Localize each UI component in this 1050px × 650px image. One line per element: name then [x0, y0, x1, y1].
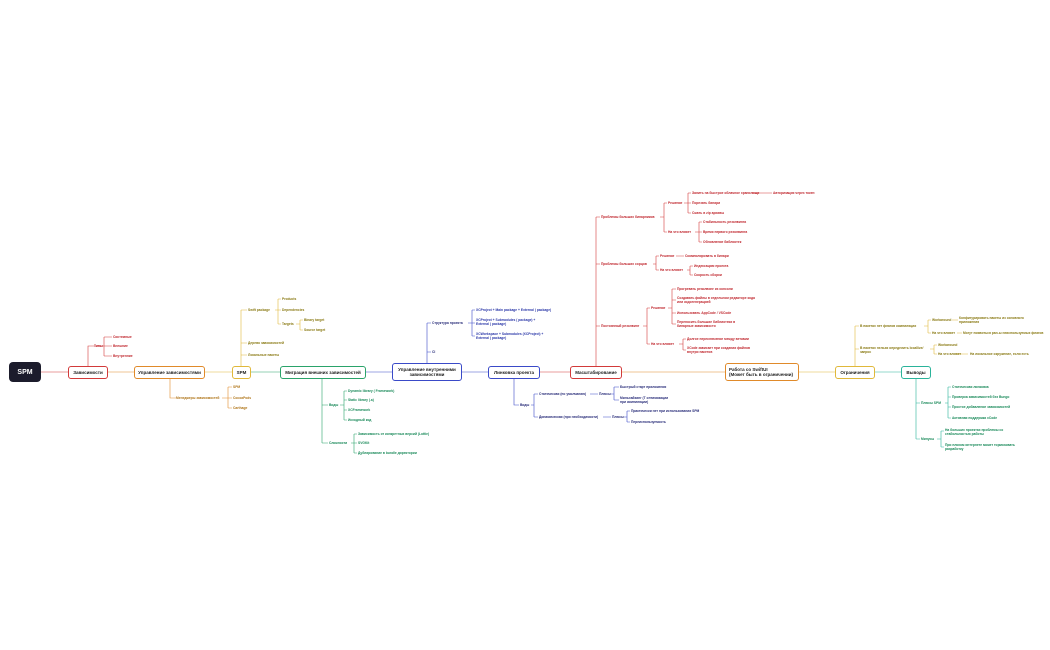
- label-deps-check: Проверка зависимостей без Bungo: [952, 395, 1010, 399]
- label-cloud-storage: Залить на быстрое облачное хранилище: [692, 191, 760, 195]
- label-compile-to-binary: Скомпилировать в бинари: [685, 254, 729, 258]
- label-localize-affects: На что влияет: [938, 352, 961, 356]
- node-internal-line2: зависимостями: [409, 372, 445, 377]
- label-dynamic-library: Dynamic library ( Framework): [348, 389, 395, 393]
- label-local-environment: На локальное окружение, если есть: [970, 352, 1029, 356]
- label-binary-target: Binary target: [304, 318, 325, 322]
- label-constant-resolving: Постоянный резолвинг: [601, 324, 640, 328]
- label-workaround-2: Workaround: [938, 343, 958, 347]
- label-structure-option-3: XCWorkspace + Submodules (XCProject) + E…: [476, 332, 544, 340]
- label-easy-adding: Простое добавление зависимостей: [952, 405, 1011, 409]
- label-static-linking: Статическая (по умолчанию): [539, 392, 587, 396]
- node-internal-line1: Управление внутренними: [398, 366, 456, 372]
- label-first-resolving-time: Время первого резолвинга: [703, 230, 748, 234]
- node-swiftui-line1: Работа со SwiftUI: [729, 366, 768, 372]
- label-workaround: Workaround: [932, 318, 952, 322]
- node-external-migration[interactable]: Миграция внешних зависимостей: [280, 366, 366, 379]
- label-source-affects: На что влияет: [660, 268, 683, 272]
- label-source-problems: Проблемы больших сорцов: [601, 262, 647, 266]
- label-manager-cocoapods: CocoaPods: [233, 396, 252, 400]
- label-source-target: Source target: [304, 328, 326, 332]
- label-cons: Минусы: [921, 437, 935, 441]
- label-unused-flags: Могут появиться ран-ы неиспользуемых фла…: [963, 331, 1044, 335]
- label-version-dependency: Зависимость от конкретных версий (Lottie…: [358, 432, 430, 436]
- label-binary-problems: Проблемы больших бинарников: [601, 215, 655, 219]
- label-structure-option-1: XCProject + Main package + External ( pa…: [476, 308, 552, 312]
- label-source-code: Исходный код: [348, 418, 372, 422]
- label-library-updates: Обновление библиотек: [703, 240, 742, 244]
- label-split-binaries: Порезать бинари: [692, 201, 721, 205]
- label-linking-types: Виды: [520, 403, 530, 407]
- label-local-packages: Локальные пакеты: [248, 353, 280, 357]
- label-xcode-support: Активная поддержка xCode: [952, 416, 998, 420]
- label-static-library: Static library (.a): [348, 398, 374, 402]
- label-branch-switching: Долгое переключение между ветками: [687, 337, 749, 341]
- label-no-compile-flags: В пакетах нет флагов компиляции: [860, 324, 917, 328]
- label-warmup-resolving: Прогревать резолвинг из консоли: [677, 287, 733, 291]
- label-dependencies: Dependencies: [282, 308, 305, 312]
- label-xcode-hangs: XCode зависает при создании файлов внутр…: [687, 346, 750, 354]
- label-dynamic-plus: Плюсы: [612, 415, 624, 419]
- label-system: Системные: [113, 335, 132, 339]
- node-project-linking[interactable]: Линковка проекта: [488, 366, 540, 379]
- label-products: Products: [282, 297, 297, 301]
- node-conclusions[interactable]: Выводы: [901, 366, 931, 379]
- label-slow-internet: При плохом интернете может тормозовать р…: [945, 443, 1015, 451]
- node-internal-dependencies[interactable]: Управление внутренними зависимостями: [392, 363, 462, 381]
- label-binary-solution: Решение: [668, 201, 683, 205]
- label-source-solution: Решение: [660, 254, 675, 258]
- label-zip-archives: Сжать в zip архивы: [692, 211, 725, 215]
- label-xcframework: XCFramework: [348, 408, 371, 412]
- label-project-structure: Структура проекта: [432, 321, 463, 325]
- label-migration-types: Виды: [329, 403, 339, 407]
- label-no-localize: В пакетах нельзя определить locallize/ з…: [860, 346, 924, 354]
- label-flags-affects: На что влияет: [932, 331, 955, 335]
- label-bundle-duplication: Дублирование в bundle директории: [358, 451, 417, 455]
- node-swiftui-line2: (Может быть в ограничении): [729, 372, 794, 377]
- label-build-speed: Скорость сборки: [694, 273, 722, 277]
- label-spm-pros: Плюсы SPM: [921, 401, 941, 405]
- label-separate-editor: Создавать файлы в отдельном редакторе ко…: [677, 296, 755, 304]
- label-project-indexing: Индексацию проекта: [694, 264, 729, 268]
- label-swift-package: Swift package: [248, 308, 270, 312]
- label-internal: Внутренние: [113, 354, 133, 358]
- node-swiftui[interactable]: Работа со SwiftUI (Может быть в ограниче…: [725, 363, 799, 381]
- label-svgkit: SVGKit: [358, 441, 370, 445]
- label-no-spm-overhead: Практически нет при использовании SPM: [631, 409, 700, 413]
- label-use-appcode: Использовать AppCode / VSCode: [677, 311, 732, 315]
- node-dependency-management[interactable]: Управление зависимостями: [134, 366, 205, 379]
- label-reusability: Переиспользуемость: [631, 420, 666, 424]
- node-scaling[interactable]: Масштабирование: [570, 366, 622, 379]
- label-ci: CI: [432, 350, 436, 354]
- label-manager-carthage: Carthage: [233, 406, 248, 410]
- label-external: Внешние: [113, 344, 128, 348]
- label-resolving-solution: Решение: [651, 306, 666, 310]
- label-dependency-managers: Менеджеры зависимостей: [176, 396, 220, 400]
- label-resolving-affects: На что влияет: [651, 342, 674, 346]
- root-node[interactable]: SPM: [9, 362, 41, 382]
- label-manager-spm: SPM: [233, 385, 241, 389]
- label-targets: Targets: [282, 322, 294, 326]
- label-difficulties: Сложности: [329, 441, 348, 445]
- label-resolving-stability: Стабильность резолвинга: [703, 220, 747, 224]
- label-token-auth: Авторизация через токен: [773, 191, 815, 195]
- label-stability-problems: На больших проектах проблемы со стабильн…: [945, 428, 1004, 436]
- node-dependencies[interactable]: Зависимости: [68, 366, 108, 379]
- label-fast-start: Быстрый старт приложения: [620, 385, 667, 389]
- label-compile-optimization: Мильхайзинг (Т оптимизации при компиляци…: [620, 396, 669, 404]
- label-binary-affects: На что влияет: [668, 230, 691, 234]
- label-structure-option-2: XCProject + Submodules ( package) + Exte…: [476, 318, 536, 326]
- label-static-plus: Плюсы: [599, 392, 611, 396]
- label-dependency-tree: Дерево зависимостей: [248, 341, 285, 345]
- label-static-linking-pro: Статическая линковка: [952, 385, 989, 389]
- label-configure-packages: Конфигурировать пакеты из основного прил…: [959, 316, 1024, 324]
- label-dynamic-linking: Динамическая (при необходимости): [539, 415, 599, 419]
- label-types: Типы: [94, 344, 103, 348]
- node-spm[interactable]: SPM: [232, 366, 251, 379]
- node-limitations[interactable]: Ограничения: [835, 366, 875, 379]
- label-move-to-binary: Переносить большие библиотеки в бинарные…: [677, 320, 736, 328]
